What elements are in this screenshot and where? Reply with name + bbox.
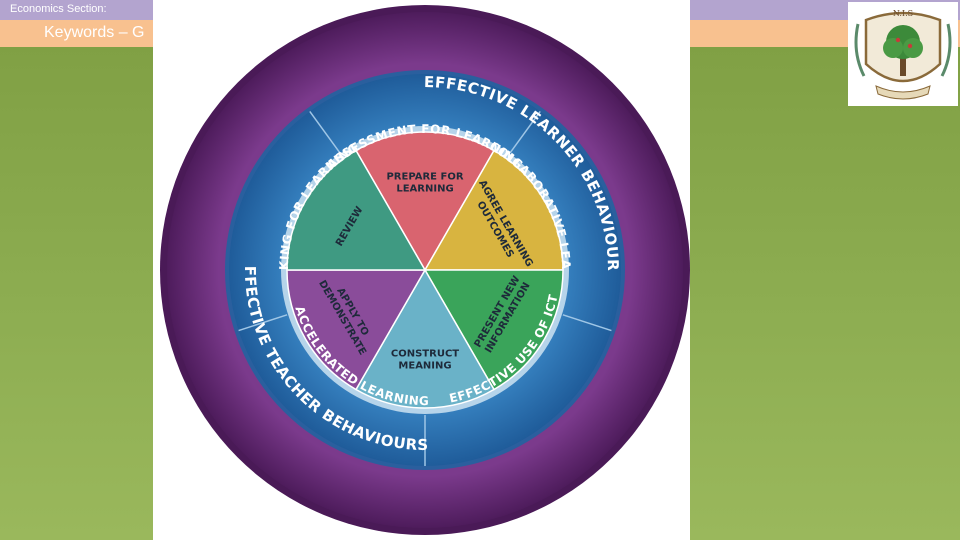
section-label: Economics Section: (10, 3, 107, 15)
school-logo: N.I.S (848, 2, 958, 106)
school-crest-icon: N.I.S (848, 2, 958, 106)
keywords-text: Keywords – G (44, 24, 144, 42)
logo-text: N.I.S (893, 9, 913, 18)
